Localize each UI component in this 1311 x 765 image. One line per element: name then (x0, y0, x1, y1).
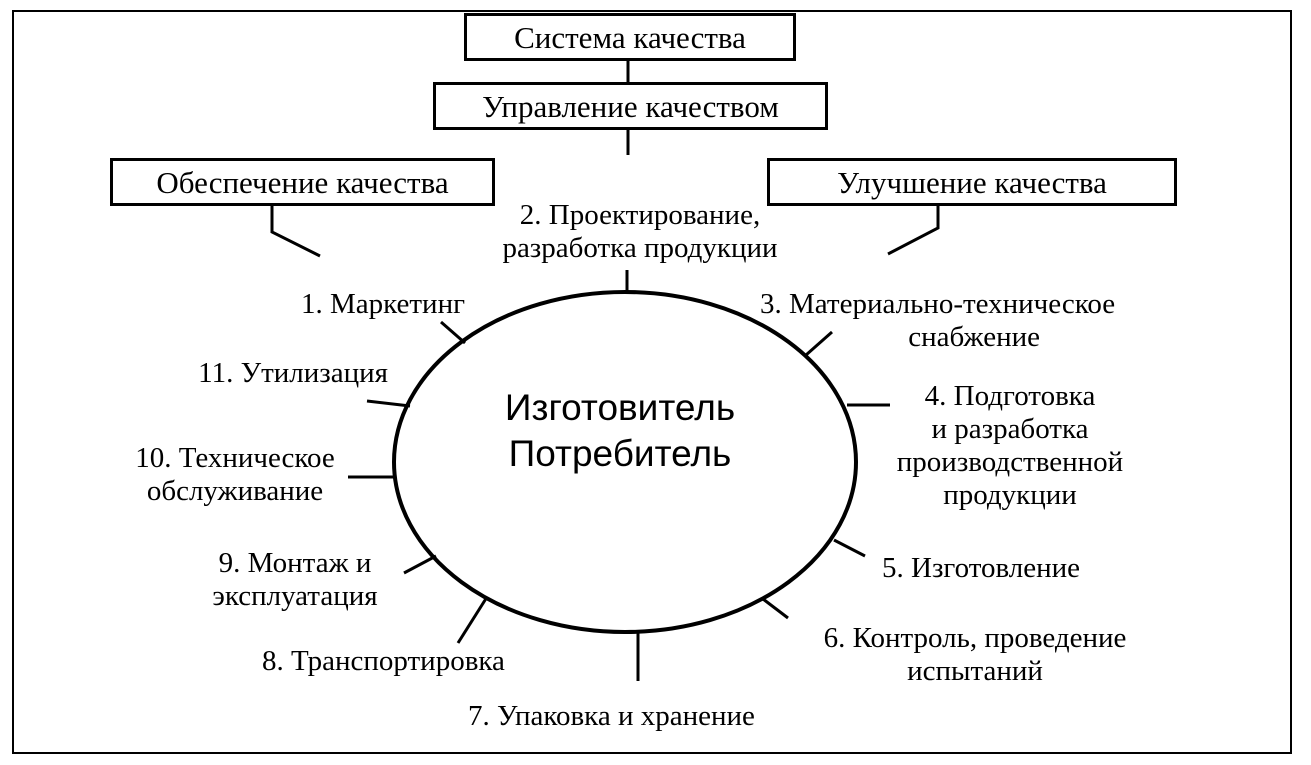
quality-improvement-label: Улучшение качества (837, 164, 1107, 200)
quality-assurance-box: Обеспечение качества (110, 158, 495, 206)
tick-9 (403, 554, 437, 575)
center-ellipse (392, 290, 858, 634)
stage-10-label: 10. Техническое обслуживание (135, 442, 335, 507)
center-label: Изготовитель Потребитель (470, 385, 770, 477)
diagram-frame (12, 10, 1292, 754)
tick-3 (805, 330, 833, 357)
center-consumer: Потребитель (508, 433, 732, 474)
quality-assurance-label: Обеспечение качества (156, 164, 449, 200)
tick-6 (762, 597, 789, 620)
stage-3-label: 3. Материально-техническое снабжение (760, 288, 1116, 353)
quality-management-label: Управление качеством (482, 88, 779, 124)
connector-improvement (887, 204, 940, 256)
stage-2-label: 2. Проектирование, разработка продукции (502, 199, 778, 264)
stage-9-label: 9. Монтаж и эксплуатация (212, 547, 378, 612)
stage-8-label: 8. Транспортировка (262, 645, 505, 677)
center-manufacturer: Изготовитель (504, 387, 736, 428)
stage-11-label: 11. Утилизация (198, 357, 388, 389)
stage-6-label: 6. Контроль, проведение испытаний (823, 622, 1127, 687)
connector-assurance (270, 204, 321, 258)
stage-4-label: 4. Подготовка и разработка производствен… (896, 380, 1124, 511)
quality-system-label: Система качества (514, 19, 746, 55)
tick-5 (833, 538, 866, 558)
tick-11 (366, 399, 411, 408)
stage-5-label: 5. Изготовление (882, 552, 1081, 584)
quality-management-box: Управление качеством (433, 82, 828, 130)
tick-8 (456, 596, 489, 644)
stage-1-label: 1. Маркетинг (300, 288, 465, 320)
quality-system-box: Система качества (464, 13, 796, 61)
stage-7-label: 7. Упаковка и хранение (468, 700, 755, 732)
quality-improvement-box: Улучшение качества (767, 158, 1177, 206)
tick-1 (440, 320, 466, 345)
